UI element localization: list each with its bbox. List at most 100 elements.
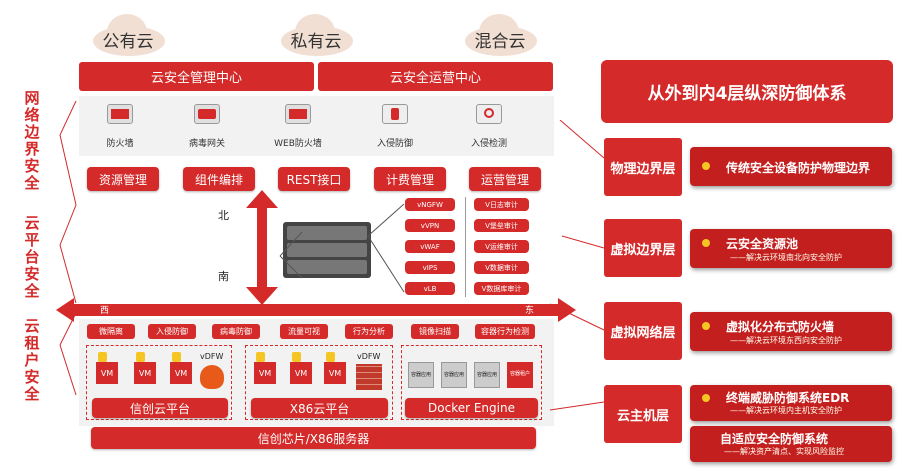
server-stack-icon <box>283 222 371 278</box>
shield-icon <box>292 352 301 362</box>
vm-icon: VM <box>324 352 348 386</box>
desc-subtitle: ——解决资产清点、实现风险监控 <box>724 447 844 456</box>
cloud-platform-security-label: 云平台安全 <box>24 214 40 300</box>
vm-icon: VM <box>96 352 120 386</box>
vnf-log-audit: V日志审计 <box>474 198 529 211</box>
container-app-icon: 容器应用 <box>408 362 434 388</box>
vm-icon: VM <box>290 352 314 386</box>
component-orchestration-button[interactable]: 组件编排 <box>183 167 255 191</box>
vm-label: VM <box>134 362 156 384</box>
container-app-icon: 容器应用 <box>441 362 467 388</box>
vnf-vips: vIPS <box>405 261 455 274</box>
desc-subtitle: ——解决云环境东西向安全防护 <box>730 336 842 345</box>
cloud-host-layer: 云主机层 <box>604 385 682 443</box>
vnf-data-audit: V数据审计 <box>474 261 529 274</box>
server-connector-lines <box>279 203 405 293</box>
bullet-icon <box>702 394 710 402</box>
virtual-boundary-layer: 虚拟边界层 <box>604 219 682 277</box>
bullet-icon <box>702 239 710 247</box>
cloud-tenant-security-label: 云租户安全 <box>24 317 40 403</box>
desc-title: 云安全资源池 <box>726 237 799 251</box>
desc-title: 传统安全设备防护物理边界 <box>726 161 871 175</box>
virus-gateway-icon <box>194 104 220 124</box>
base-hardware-bar: 信创芯片/X86服务器 <box>91 427 536 449</box>
resource-management-button[interactable]: 资源管理 <box>87 167 159 191</box>
vm-icon: VM <box>170 352 194 386</box>
vdfw-label: vDFW <box>357 352 381 361</box>
container-behavior-pill: 容器行为检测 <box>475 324 535 339</box>
intrusion-detection-label: 入侵检测 <box>470 139 507 149</box>
desc-title: 终端威胁防御系统EDR <box>726 391 850 405</box>
layer-connector-lines <box>549 120 605 411</box>
rest-interface-button[interactable]: REST接口 <box>278 167 350 191</box>
virus-gateway-label: 病毒网关 <box>188 139 225 149</box>
image-scan-pill: 镜像扫描 <box>411 324 459 339</box>
south-label: 南 <box>218 270 229 283</box>
security-operations-center: 云安全运营中心 <box>318 62 553 91</box>
vnf-vvpn: vVPN <box>405 219 455 232</box>
hybrid-cloud-label: 混合云 <box>474 32 526 52</box>
virtual-network-layer: 虚拟网络层 <box>604 302 682 360</box>
vm-label: VM <box>170 362 192 384</box>
shield-icon <box>172 352 181 362</box>
west-label: 西 <box>100 306 110 316</box>
billing-management-button[interactable]: 计费管理 <box>374 167 446 191</box>
vm-label: VM <box>96 362 118 384</box>
boundary-devices-panel <box>79 96 554 156</box>
micro-segmentation-pill: 微隔离 <box>87 324 135 339</box>
vm-icon: VM <box>134 352 158 386</box>
physical-boundary-layer: 物理边界层 <box>604 138 682 196</box>
vnf-vwaf: vWAF <box>405 240 455 253</box>
public-cloud-icon: 公有云 <box>85 12 171 58</box>
web-firewall-label: WEB防火墙 <box>274 139 322 149</box>
private-cloud-label: 私有云 <box>290 32 342 52</box>
bullet-icon <box>702 322 710 330</box>
shield-icon <box>326 352 335 362</box>
behavior-analysis-pill: 行为分析 <box>345 324 393 339</box>
x86-group <box>245 345 393 420</box>
virtual-boundary-desc: 云安全资源池 ——解决云环境南北向安全防护 <box>690 229 892 268</box>
left-bracket-lines <box>59 100 77 396</box>
east-west-arrow <box>56 298 576 322</box>
virtual-network-desc: 虚拟化分布式防火墙 ——解决云环境东西向安全防护 <box>690 312 892 351</box>
bullet-icon <box>702 162 710 170</box>
docker-engine: Docker Engine <box>405 398 538 418</box>
vnf-divider <box>465 197 466 297</box>
vm-label: VM <box>324 362 346 384</box>
vm-icon: VM <box>254 352 278 386</box>
desc-subtitle: ——解决云环境南北向安全防护 <box>730 253 842 262</box>
physical-boundary-desc: 传统安全设备防护物理边界 <box>690 147 892 186</box>
vnf-ops-audit: V运维审计 <box>474 240 529 253</box>
virus-defense-pill: 病毒防御 <box>212 324 260 339</box>
docker-group <box>401 345 542 420</box>
operations-management-button[interactable]: 运营管理 <box>469 167 541 191</box>
traffic-visibility-pill: 流量可视 <box>280 324 328 339</box>
desc-title: 自适应安全防御系统 <box>720 432 829 446</box>
east-label: 东 <box>525 306 535 316</box>
vdfw-label: vDFW <box>200 352 224 361</box>
xinchuang-group <box>86 345 232 420</box>
shield-icon <box>136 352 145 362</box>
brick-firewall-icon <box>356 364 382 390</box>
intrusion-prevention-icon <box>382 104 408 124</box>
intrusion-detection-icon <box>476 104 502 124</box>
desc-subtitle: ——解决云环境内主机安全防护 <box>730 406 842 415</box>
shield-icon <box>256 352 265 362</box>
container-tenant-icon: 容器租户 <box>507 362 533 388</box>
firewall-label: 防火墙 <box>106 139 134 149</box>
private-cloud-icon: 私有云 <box>273 12 359 58</box>
vnf-vngfw: vNGFW <box>405 198 455 211</box>
container-app-icon: 容器应用 <box>474 362 500 388</box>
hybrid-cloud-icon: 混合云 <box>457 12 543 58</box>
vm-label: VM <box>254 362 276 384</box>
xinchuang-cloud-platform: 信创云平台 <box>92 398 228 418</box>
desc-title: 虚拟化分布式防火墙 <box>726 320 835 334</box>
fire-icon <box>200 365 224 389</box>
edr-desc: 终端威胁防御系统EDR ——解决云环境内主机安全防护 <box>690 385 892 421</box>
security-management-center: 云安全管理中心 <box>79 62 314 91</box>
intrusion-prevention-pill: 入侵防御 <box>148 324 196 339</box>
diagram-title: 从外到内4层纵深防御体系 <box>601 60 893 123</box>
web-firewall-icon <box>285 104 311 124</box>
north-label: 北 <box>218 209 229 222</box>
public-cloud-label: 公有云 <box>102 32 154 52</box>
